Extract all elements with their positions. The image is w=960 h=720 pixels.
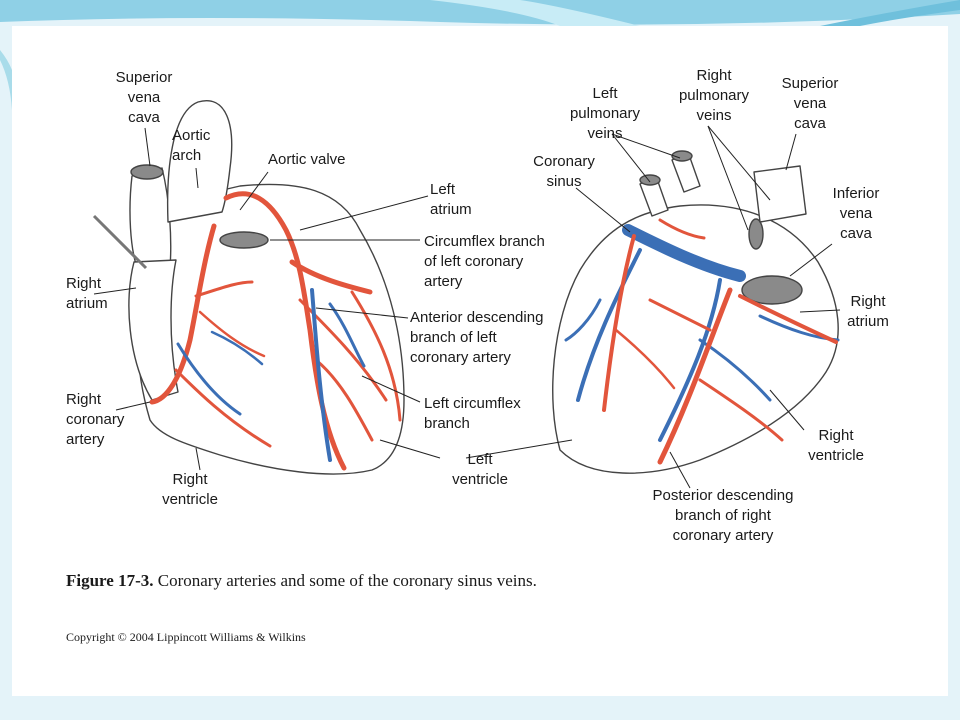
label-right-pulmonary-veins: Right pulmonary veins bbox=[678, 67, 750, 124]
lpv-opening-lower bbox=[639, 174, 661, 186]
label-left-ventricle: Left ventricle bbox=[452, 451, 508, 488]
label-right-coronary-artery: Right coronary artery bbox=[66, 391, 125, 448]
anterior-heart-outline bbox=[136, 183, 405, 475]
posterior-descending-artery bbox=[657, 287, 733, 465]
label-aortic-arch: Aortic arch bbox=[172, 127, 211, 164]
label-aortic-valve: Aortic valve bbox=[268, 151, 346, 168]
great-cardiac-vein bbox=[310, 288, 332, 462]
circumflex-branch-2 bbox=[350, 290, 402, 422]
svc-opening-left bbox=[130, 164, 164, 180]
label-coronary-sinus: Coronary sinus bbox=[533, 153, 595, 190]
posterior-vein-4 bbox=[564, 298, 602, 342]
label-right-ventricle-left: Right ventricle bbox=[162, 471, 218, 508]
posterior-rca bbox=[738, 294, 838, 344]
top-band bbox=[0, 0, 960, 25]
posterior-artery-branch-4 bbox=[614, 328, 676, 390]
superior-vena-cava-left bbox=[129, 167, 172, 271]
left-swoosh bbox=[0, 50, 12, 110]
lpv-opening-upper bbox=[671, 150, 693, 162]
posterior-artery-branch-1 bbox=[698, 378, 784, 442]
posterior-arteries bbox=[602, 218, 838, 465]
label-right-ventricle-right: Right ventricle bbox=[808, 427, 864, 464]
lad-branch-2 bbox=[314, 358, 374, 442]
anterior-vein-4 bbox=[210, 330, 264, 366]
posterior-vein-2 bbox=[658, 278, 722, 442]
rca-branch-1 bbox=[194, 280, 254, 298]
label-left-pulmonary-veins: Left pulmonary veins bbox=[569, 85, 641, 142]
label-right-atrium-left: Right atrium bbox=[66, 275, 108, 312]
posterior-circumflex bbox=[602, 234, 636, 412]
copyright-notice: Copyright © 2004 Lippincott Williams & W… bbox=[66, 630, 306, 644]
posterior-heart bbox=[552, 150, 839, 474]
right-coronary-artery bbox=[149, 223, 217, 405]
label-superior-vena-cava-right: Superior vena cava bbox=[781, 75, 839, 132]
posterior-vein-1 bbox=[576, 248, 642, 402]
top-band-highlight bbox=[430, 0, 640, 26]
label-left-atrium: Left atrium bbox=[430, 181, 472, 218]
caption-text: Coronary arteries and some of the corona… bbox=[153, 571, 537, 590]
label-right-atrium-right: Right atrium bbox=[847, 293, 889, 330]
figure-number: Figure 17-3. bbox=[66, 571, 154, 590]
circumflex-artery bbox=[289, 259, 373, 295]
label-superior-vena-cava-left: Superior vena cava bbox=[115, 69, 173, 126]
top-right-swoosh bbox=[820, 0, 960, 26]
rca-branch-2 bbox=[174, 368, 272, 448]
rca-branch-3 bbox=[198, 310, 266, 358]
superior-vena-cava-right bbox=[753, 165, 807, 223]
probe-line bbox=[92, 214, 148, 270]
anterior-vein-3 bbox=[176, 342, 242, 416]
posterior-artery-branch-2 bbox=[648, 298, 712, 332]
posterior-artery-branch-3 bbox=[658, 218, 706, 240]
right-atrium-left-shape bbox=[128, 259, 179, 401]
label-left-circumflex-branch: Left circumflex branch bbox=[424, 395, 521, 432]
lad-branch-1 bbox=[298, 298, 388, 402]
label-anterior-descending: Anterior descending branch of left coron… bbox=[410, 309, 544, 366]
aortic-arch bbox=[166, 100, 233, 223]
label-inferior-vena-cava: Inferior vena cava bbox=[832, 185, 880, 242]
label-posterior-descending: Posterior descending branch of right cor… bbox=[652, 487, 794, 544]
aortic-valve-opening bbox=[219, 231, 269, 249]
coronary-sinus-vessel bbox=[622, 224, 746, 282]
inferior-vena-cava-opening bbox=[741, 275, 803, 305]
rpv-opening-lower bbox=[748, 218, 764, 250]
figure-caption: Figure 17-3. Coronary arteries and some … bbox=[66, 571, 537, 591]
leader-lines bbox=[93, 125, 841, 489]
label-circumflex-branch: Circumflex branch of left coronary arter… bbox=[424, 233, 545, 290]
anterior-heart bbox=[92, 100, 405, 475]
